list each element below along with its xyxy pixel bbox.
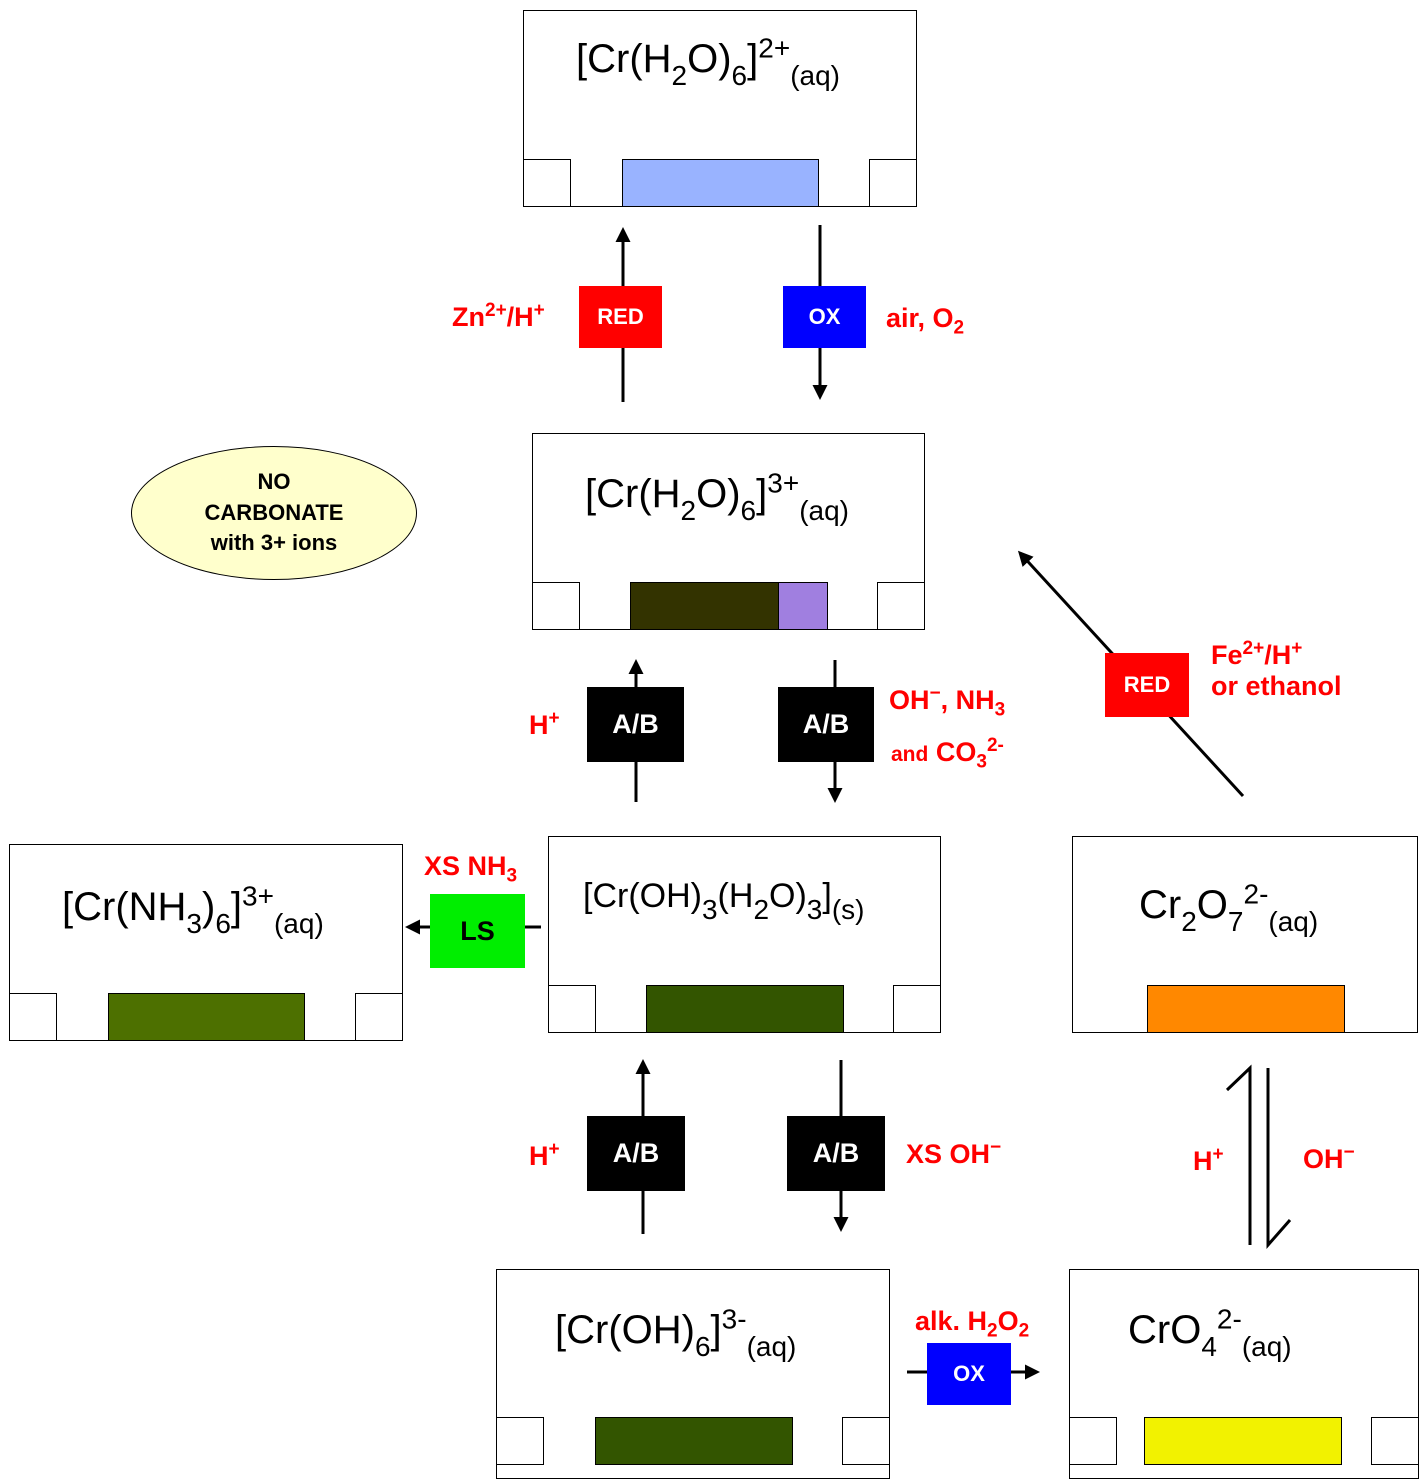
- notch-right: [877, 582, 925, 630]
- colour-swatch: [1147, 985, 1345, 1033]
- species-cr-h2o6-3plus: [Cr(H2O)6]3+(aq): [532, 433, 925, 630]
- colour-swatch: [1144, 1417, 1342, 1465]
- species-cr-nh3-6: [Cr(NH3)6]3+(aq): [9, 844, 403, 1041]
- equilibrium-arrow-up: [1225, 1064, 1252, 1245]
- note-line-3: with 3+ ions: [210, 530, 338, 556]
- notch-right: [355, 993, 403, 1041]
- notch-right: [893, 985, 941, 1033]
- equilibrium-arrow-down: [1266, 1068, 1292, 1249]
- reagent-oh-minus: OH−: [1303, 1142, 1355, 1174]
- notch-right: [1371, 1417, 1419, 1465]
- notch-left: [1069, 1417, 1117, 1465]
- species-dichromate: Cr2O72-(aq): [1072, 836, 1418, 1033]
- tag-ls: LS: [430, 894, 525, 968]
- reagent-zn-h: Zn2+/H+: [452, 300, 545, 332]
- formula: [Cr(H2O)6]2+(aq): [576, 32, 840, 92]
- tag-ab-down-1: A/B: [778, 687, 874, 762]
- formula: Cr2O72-(aq): [1139, 878, 1319, 938]
- tag-ab-down-2: A/B: [787, 1116, 885, 1191]
- tag-ab-up-1: A/B: [587, 687, 684, 762]
- notch-left: [548, 985, 596, 1033]
- colour-swatch: [646, 985, 844, 1033]
- notch-left: [532, 582, 580, 630]
- colour-swatch: [108, 993, 305, 1041]
- colour-swatch-violet: [778, 582, 828, 630]
- reagent-h-plus-3: H+: [1193, 1144, 1224, 1176]
- formula: CrO42-(aq): [1128, 1303, 1292, 1363]
- reagent-h-plus-1: H+: [529, 708, 560, 740]
- tag-ox-bottom: OX: [927, 1343, 1011, 1405]
- notch-right: [869, 159, 917, 207]
- formula: [Cr(H2O)6]3+(aq): [585, 467, 849, 527]
- tag-ab-up-2: A/B: [587, 1116, 685, 1191]
- tag-red-top: RED: [579, 286, 662, 348]
- formula: [Cr(OH)3(H2O)3](s): [583, 877, 865, 925]
- reagent-air-o2: air, O2: [886, 303, 965, 339]
- note-line-1: NO: [257, 468, 291, 494]
- species-chromate: CrO42-(aq): [1069, 1269, 1419, 1479]
- notch-left: [9, 993, 57, 1041]
- species-cr-oh3-h2o3: [Cr(OH)3(H2O)3](s): [548, 836, 941, 1033]
- note-line-2: CARBONATE: [204, 499, 344, 525]
- colour-swatch-green: [630, 582, 779, 630]
- tag-ox-top: OX: [783, 286, 866, 348]
- notch-left: [523, 159, 571, 207]
- tag-red-diagonal: RED: [1105, 653, 1189, 717]
- species-cr-oh6: [Cr(OH)6]3-(aq): [496, 1269, 890, 1479]
- notch-left: [496, 1417, 544, 1465]
- note-no-carbonate: NO CARBONATE with 3+ ions: [131, 446, 417, 580]
- reagent-and-co3: and CO32-: [891, 735, 1004, 773]
- formula: [Cr(NH3)6]3+(aq): [62, 880, 324, 940]
- reagent-oh-nh3: OH−, NH3: [889, 683, 1006, 721]
- reagent-fe-h-ethanol: Fe2+/H+or ethanol: [1211, 638, 1342, 702]
- reagent-alk-h2o2: alk. H2O2: [915, 1306, 1030, 1342]
- notch-right: [842, 1417, 890, 1465]
- formula: [Cr(OH)6]3-(aq): [555, 1303, 797, 1363]
- colour-swatch: [622, 159, 819, 207]
- species-cr-h2o6-2plus: [Cr(H2O)6]2+(aq): [523, 10, 917, 207]
- colour-swatch: [595, 1417, 793, 1465]
- reagent-h-plus-2: H+: [529, 1139, 560, 1171]
- reagent-xs-nh3: XS NH3: [424, 851, 518, 887]
- reagent-xs-oh: XS OH−: [906, 1137, 1002, 1169]
